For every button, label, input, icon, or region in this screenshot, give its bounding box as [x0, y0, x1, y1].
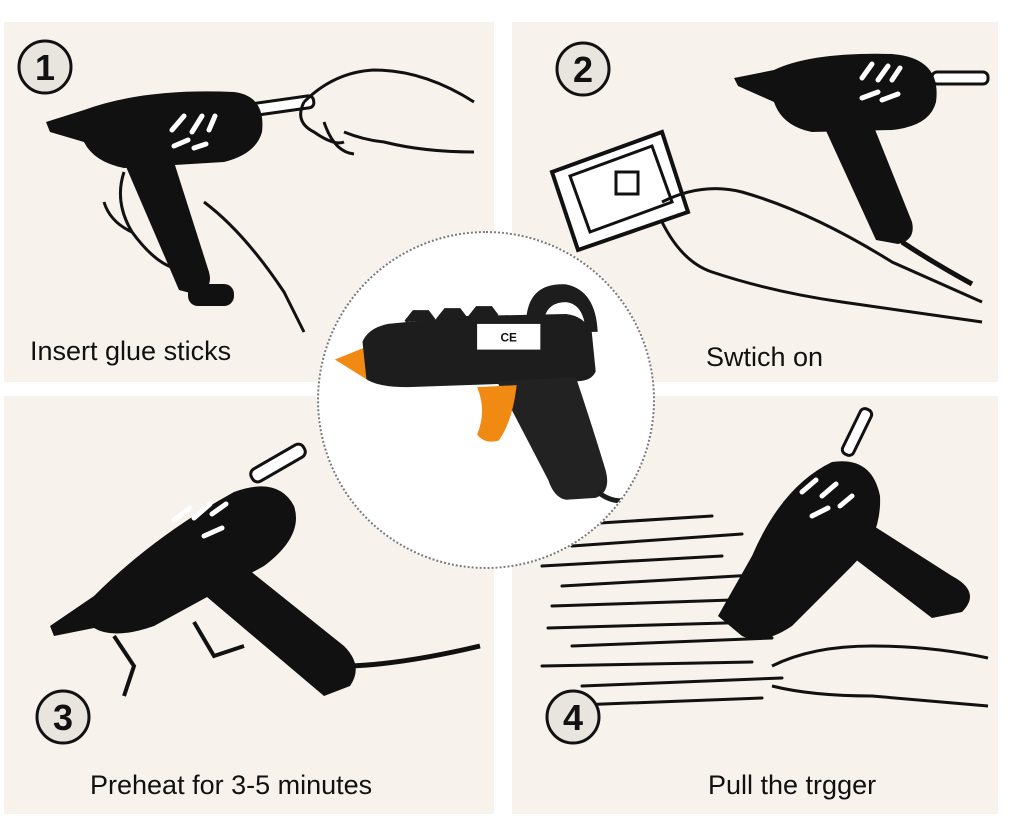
step-1-badge: 1	[16, 38, 74, 96]
step-2-caption: Swtich on	[706, 342, 824, 372]
step-4-badge: 4	[544, 688, 602, 746]
step-4-caption: Pull the trgger	[708, 770, 877, 800]
step-3-panel: 3 Preheat for 3-5 minutes	[4, 396, 494, 814]
svg-text:2: 2	[573, 49, 593, 90]
step-1-caption: Insert glue sticks	[30, 336, 232, 366]
step-1-panel: 1 Insert glue sticks	[4, 22, 494, 382]
svg-text:1: 1	[35, 47, 55, 88]
svg-text:CE: CE	[501, 331, 518, 345]
svg-text:4: 4	[563, 697, 583, 738]
pull-trigger-illustration	[540, 407, 989, 708]
step-4-panel: 4 Pull the trgger	[512, 396, 998, 814]
glue-gun-product-photo: CE	[317, 231, 655, 569]
preheat-glue-gun-illustration	[50, 442, 481, 697]
insert-glue-stick-illustration	[46, 68, 475, 333]
glue-gun-icon: CE	[334, 284, 635, 504]
step-3-caption: Preheat for 3-5 minutes	[90, 770, 373, 800]
svg-text:3: 3	[53, 697, 73, 738]
step-2-badge: 2	[554, 40, 612, 98]
step-3-badge: 3	[34, 688, 92, 746]
step-2-panel: 2 Swtich on	[512, 22, 998, 382]
switch-on-illustration	[549, 53, 990, 324]
